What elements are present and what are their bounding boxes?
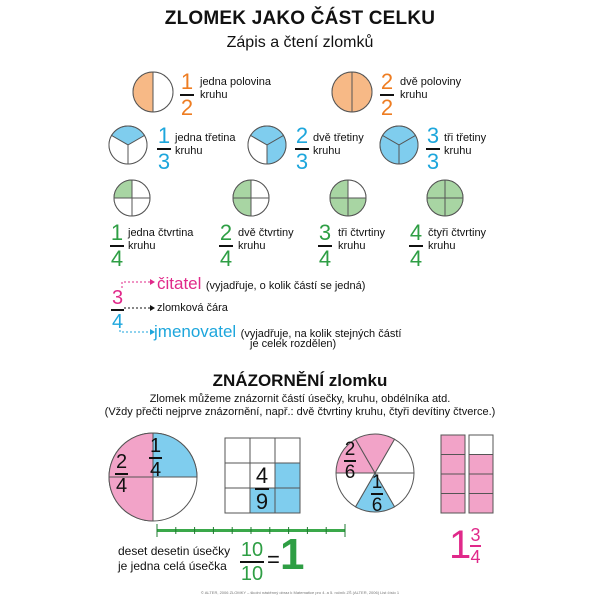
quarter-circle-4 bbox=[426, 179, 464, 217]
third-circle-1 bbox=[108, 125, 148, 165]
jmenovatel-row: jmenovatel (vyjadřuje, na kolik stejných… bbox=[154, 322, 401, 342]
circle-sector bbox=[113, 197, 133, 217]
circle-sector bbox=[127, 134, 148, 165]
third-circle-3 bbox=[379, 125, 419, 165]
circle-sector bbox=[398, 134, 419, 165]
circle-sector bbox=[250, 197, 270, 217]
section2-title: ZNÁZORNĚNÍ zlomku bbox=[212, 371, 388, 390]
quarter-circle-2 bbox=[232, 179, 270, 217]
example-circle-quarters bbox=[108, 432, 198, 522]
circle-sector bbox=[250, 179, 270, 199]
example-square-ninths bbox=[224, 437, 301, 514]
circle-sector bbox=[131, 197, 151, 217]
citatel-row: čitatel (vyjadřuje, o kolik částí se jed… bbox=[157, 274, 365, 294]
circle-sector bbox=[152, 71, 174, 113]
circle-sector bbox=[247, 134, 268, 165]
section2-line1: Zlomek můžeme znázornit částí úsečky, kr… bbox=[149, 393, 451, 405]
citatel-label: čitatel bbox=[157, 274, 202, 293]
segment-result: 1 bbox=[280, 530, 305, 579]
page-title: ZLOMEK JAKO ČÁST CELKU bbox=[164, 8, 436, 29]
circle-sector bbox=[249, 125, 285, 146]
page-subtitle: Zápis a čtení zlomků bbox=[226, 34, 374, 51]
third-circle-2 bbox=[247, 125, 287, 165]
circle-sector bbox=[426, 197, 446, 217]
jmenovatel-note-1: (vyjadřuje, na kolik stejných částí bbox=[240, 328, 402, 340]
circle-sector bbox=[379, 134, 400, 165]
circle-sector bbox=[266, 134, 287, 165]
circle-sector bbox=[232, 179, 252, 199]
quarter-circle-1 bbox=[113, 179, 151, 217]
denominator: 2 bbox=[180, 95, 194, 120]
circle-sector bbox=[426, 179, 446, 199]
circle-sector bbox=[331, 71, 353, 113]
jmenovatel-label: jmenovatel bbox=[154, 322, 237, 341]
mixed-whole: 1 bbox=[449, 523, 472, 567]
circle-sector bbox=[110, 125, 146, 146]
circle-sector bbox=[131, 179, 151, 199]
circle-sector bbox=[347, 197, 367, 217]
circle-sector bbox=[232, 197, 252, 217]
anatomy-arrows bbox=[119, 279, 155, 335]
section2-line2: (Vždy přečti nejprve znázornění, např.: … bbox=[104, 406, 496, 418]
example-circle-sixths bbox=[335, 433, 415, 513]
circle-sector bbox=[108, 134, 129, 165]
circle-sector bbox=[444, 197, 464, 217]
circle-sector bbox=[329, 179, 349, 199]
sixth-sector bbox=[354, 433, 396, 474]
citatel-note: (vyjadřuje, o kolik částí se jedná) bbox=[205, 280, 366, 292]
circle-sector bbox=[351, 71, 373, 113]
circle-sector bbox=[132, 71, 154, 113]
example-bars bbox=[440, 434, 494, 514]
half-circle-2 bbox=[331, 71, 373, 113]
circle-sector bbox=[347, 179, 367, 199]
circle-sector bbox=[381, 125, 417, 146]
numerator: 1 bbox=[180, 69, 194, 94]
circle-sector bbox=[444, 179, 464, 199]
circle-sector bbox=[329, 197, 349, 217]
jmenovatel-note-2: je celek rozdělen) bbox=[250, 338, 337, 350]
quarter-circle-3 bbox=[329, 179, 367, 217]
half-circle-1 bbox=[132, 71, 174, 113]
segment-ruler bbox=[156, 524, 346, 537]
equals-sign: = bbox=[267, 547, 280, 572]
zlomkova-cara-label: zlomková čára bbox=[157, 302, 228, 314]
footer-text: © ALTER, 2006 ZLOMKY – školní nástěnný o… bbox=[200, 590, 400, 595]
circle-sector bbox=[113, 179, 133, 199]
